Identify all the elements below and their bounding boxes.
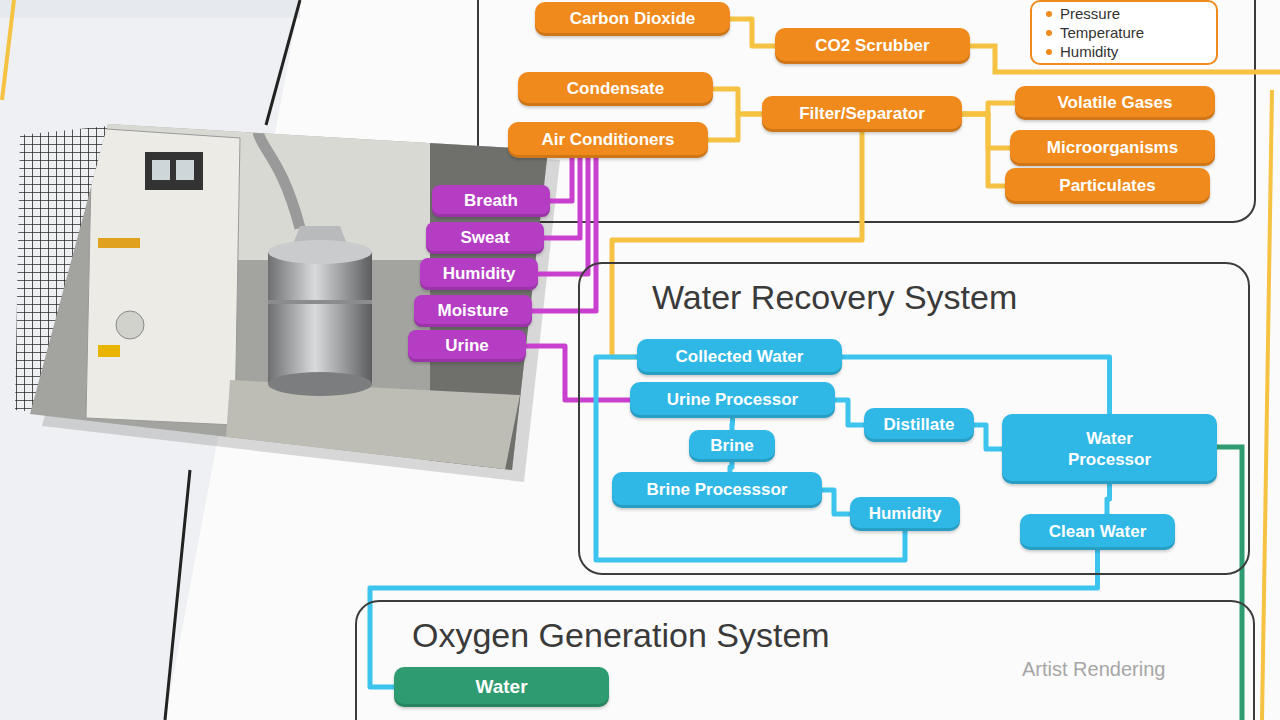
flow-line (842, 357, 1110, 414)
panel-edge (165, 470, 190, 720)
node-label: Moisture (438, 301, 509, 321)
watermark: Artist Rendering (1022, 658, 1165, 681)
process-box: Brine Processsor (612, 472, 822, 508)
flow-line (974, 425, 1002, 449)
tank-body (268, 252, 372, 384)
process-box: CO2 Scrubber (775, 28, 970, 64)
hose (258, 132, 300, 228)
node-label: Sweat (460, 228, 509, 248)
node-label: Humidity (443, 264, 516, 284)
decor-line (1262, 90, 1272, 720)
node-label: Volatile Gases (1058, 93, 1173, 113)
process-box: Clean Water (1020, 514, 1175, 550)
tank-top (268, 240, 372, 264)
process-box: Distillate (864, 408, 974, 442)
flow-line (1107, 484, 1110, 514)
photo-ground (20, 110, 560, 480)
status-item: Temperature (1046, 23, 1144, 42)
photo (20, 110, 560, 480)
flow-line (962, 114, 1005, 186)
process-box: Water (394, 667, 609, 707)
source-tag: Urine (408, 330, 526, 362)
node-label: Clean Water (1049, 522, 1147, 542)
process-box: Filter/Separator (762, 96, 962, 132)
node-label: Brine (710, 436, 753, 456)
status-box: PressureTemperatureHumidity (1030, 0, 1218, 65)
source-tag: Sweat (426, 222, 544, 254)
node-label: Distillate (884, 415, 955, 435)
node-label: Brine Processsor (647, 480, 788, 500)
process-box: Volatile Gases (1015, 86, 1215, 120)
node-label: Water (475, 676, 527, 698)
cabinet-label (98, 345, 120, 357)
region-title: Water Recovery System (652, 278, 1017, 317)
node-label: Carbon Dioxide (570, 9, 696, 29)
flow-line (822, 490, 850, 514)
status-item: Pressure (1046, 4, 1120, 23)
flow-line (730, 19, 775, 46)
node-label: Filter/Separator (799, 104, 925, 124)
flow-line (835, 400, 864, 425)
decor-line (1216, 447, 1242, 720)
cabinet-display (176, 160, 194, 180)
node-label: Air Conditioners (541, 130, 674, 150)
node-label: Microorganisms (1047, 138, 1178, 158)
source-tag: Moisture (414, 295, 532, 327)
tank-band (268, 300, 372, 304)
tray (225, 380, 520, 470)
cabinet-label (98, 238, 140, 248)
process-box: Carbon Dioxide (535, 2, 730, 36)
node-label: Breath (464, 191, 518, 211)
cabinet (86, 128, 240, 425)
process-box: Water Processor (1002, 414, 1217, 484)
flow-line (730, 418, 736, 430)
process-box: Humidity (850, 497, 960, 531)
flow-line (550, 158, 572, 201)
process-box: Condensate (518, 72, 713, 106)
cabinet-display (145, 152, 203, 190)
node-label: Urine Processor (667, 390, 798, 410)
source-tag: Breath (432, 185, 550, 217)
blueprint-strip (0, 0, 300, 18)
flow-line (708, 114, 762, 140)
tank-base (268, 372, 372, 396)
system-region: Water Recovery SystemCollected WaterUrin… (578, 262, 1250, 575)
node-label: Particulates (1059, 176, 1155, 196)
process-box: Air Conditioners (508, 122, 708, 158)
panel-edge (266, 0, 300, 125)
source-tag: Humidity (420, 258, 538, 290)
process-box: Microorganisms (1010, 130, 1215, 166)
flow-line (612, 132, 862, 357)
node-label: Humidity (869, 504, 942, 524)
cabinet-port (116, 311, 144, 339)
cabinet-display (152, 160, 170, 180)
node-label: Condensate (567, 79, 664, 99)
region-title: Oxygen Generation System (412, 616, 830, 655)
process-box: Collected Water (637, 339, 842, 375)
status-item: Humidity (1046, 42, 1118, 61)
node-label: Collected Water (676, 347, 804, 367)
process-box: Brine (689, 430, 775, 462)
node-label: CO2 Scrubber (815, 36, 929, 56)
process-box: Urine Processor (630, 382, 835, 418)
process-box: Particulates (1005, 168, 1210, 204)
node-label: Urine (445, 336, 488, 356)
node-label: Water Processor (1050, 428, 1170, 471)
flow-line (713, 89, 762, 114)
flow-line (730, 462, 732, 472)
decor-line (2, 0, 14, 100)
